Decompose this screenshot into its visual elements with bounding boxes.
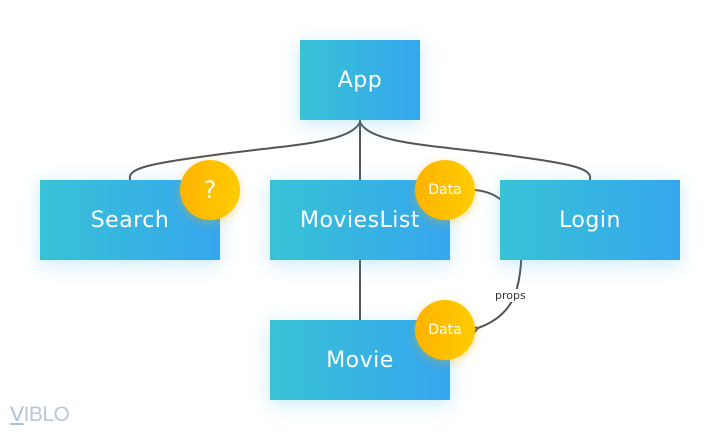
node-search-label: Search [90,207,170,233]
data-badge-label: Data [428,182,462,198]
data-badge-movies-list: Data [415,160,475,220]
edge-app-login [359,121,592,181]
question-mark-icon: ? [203,176,217,204]
logo-rest: IBLO [23,403,70,426]
viblo-logo: VIBLO [10,403,70,427]
node-movie-label: Movie [326,347,394,373]
node-login: Login [500,180,680,260]
node-movies-list-label: MoviesList [299,207,421,233]
node-app: App [300,40,420,120]
props-label: props [494,289,527,302]
node-login-label: Login [559,207,621,233]
node-search: Search [40,180,220,260]
data-badge-movie: Data [415,300,475,360]
logo-first-letter: V [10,403,24,426]
data-badge-label: Data [428,322,462,338]
node-movie: Movie [270,320,450,400]
edge-app-search [128,121,361,181]
node-app-label: App [337,67,383,93]
question-badge: ? [180,160,240,220]
